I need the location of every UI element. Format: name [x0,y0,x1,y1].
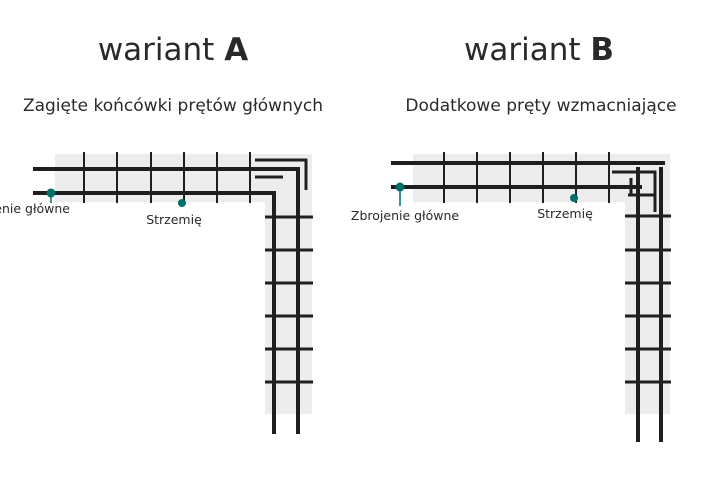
variant-b-title: wariant B [374,32,704,68]
variant-a-title: wariant A [8,32,338,68]
variant-a-word: wariant [97,32,215,68]
variant-b-subtitle: Dodatkowe pręty wzmacniające [405,96,677,116]
variant-b-main-bar-label: Zbrojenie główne [351,208,460,223]
variant-b-stirrup-marker [570,194,578,202]
variant-a-stirrup-marker [178,199,186,207]
variant-b-stirrup-label: Strzemię [537,206,593,221]
variant-b-additional-bars [612,170,657,212]
variant-a-letter: A [224,32,249,68]
variant-b-stirrups-horizontal [443,152,610,203]
variant-a-subtitle: Zagięte końcówki prętów głównych [22,96,324,116]
variant-b-drawing: Zbrojenie główne Strzemię [351,152,671,442]
variant-b-word: wariant [463,32,581,68]
variant-a-main-bar-label: Zbrojenie główne [0,201,70,216]
variant-a-stirrup-label: Strzemię [146,212,202,227]
variant-b-stirrups-vertical [625,214,671,384]
variant-a-main-bars [33,167,300,434]
variant-a-drawing: Zbrojenie główne Strzemię [0,152,313,434]
variant-a-bent-ends [255,158,308,190]
variant-b-main-bars [391,161,665,442]
variant-b-letter: B [590,32,614,68]
